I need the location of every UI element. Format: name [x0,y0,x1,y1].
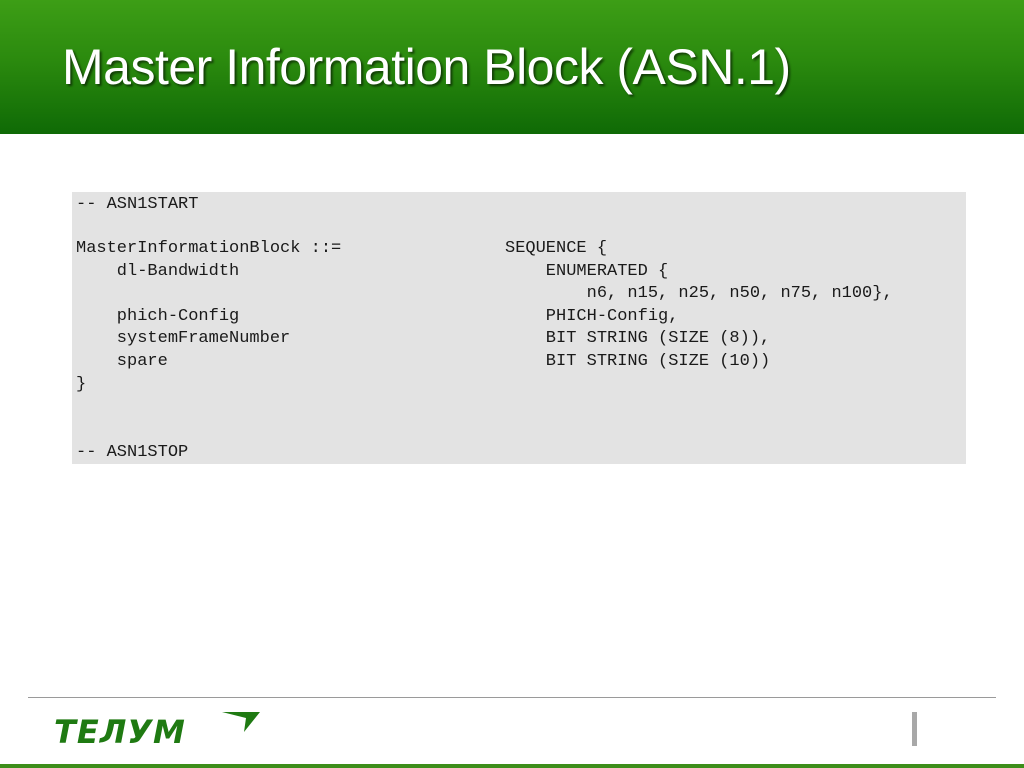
footer-vertical-bar [912,712,917,746]
asn1-code-block: -- ASN1START MasterInformationBlock ::= … [72,192,966,464]
code-line-right: BIT STRING (SIZE (8)), [505,329,771,348]
code-line-right: n6, n15, n25, n50, n75, n100}, [505,284,893,303]
bottom-green-line [0,764,1024,768]
code-line-right: BIT STRING (SIZE (10)) [505,352,771,371]
code-line-right: PHICH-Config, [505,307,679,326]
code-line-left: MasterInformationBlock ::= [76,239,342,258]
code-line-left: spare [76,352,168,371]
code-line-left: dl-Bandwidth [76,262,240,281]
asn1-stop-comment: -- ASN1STOP [76,443,189,462]
logo-arrow-icon [222,712,260,732]
code-line-right: SEQUENCE { [505,239,608,258]
code-line-left: phich-Config [76,307,240,326]
asn1-start-comment: -- ASN1START [76,195,199,214]
footer-divider [28,697,996,698]
title-bar: Master Information Block (ASN.1) [0,0,1024,134]
code-line-right: ENUMERATED { [505,262,669,281]
logo-text: ТЕЛУМ [54,713,186,750]
code-line-left: } [76,375,87,394]
telum-logo: ТЕЛУМ [54,712,260,750]
slide-title: Master Information Block (ASN.1) [62,39,791,95]
code-line-left: systemFrameNumber [76,329,291,348]
